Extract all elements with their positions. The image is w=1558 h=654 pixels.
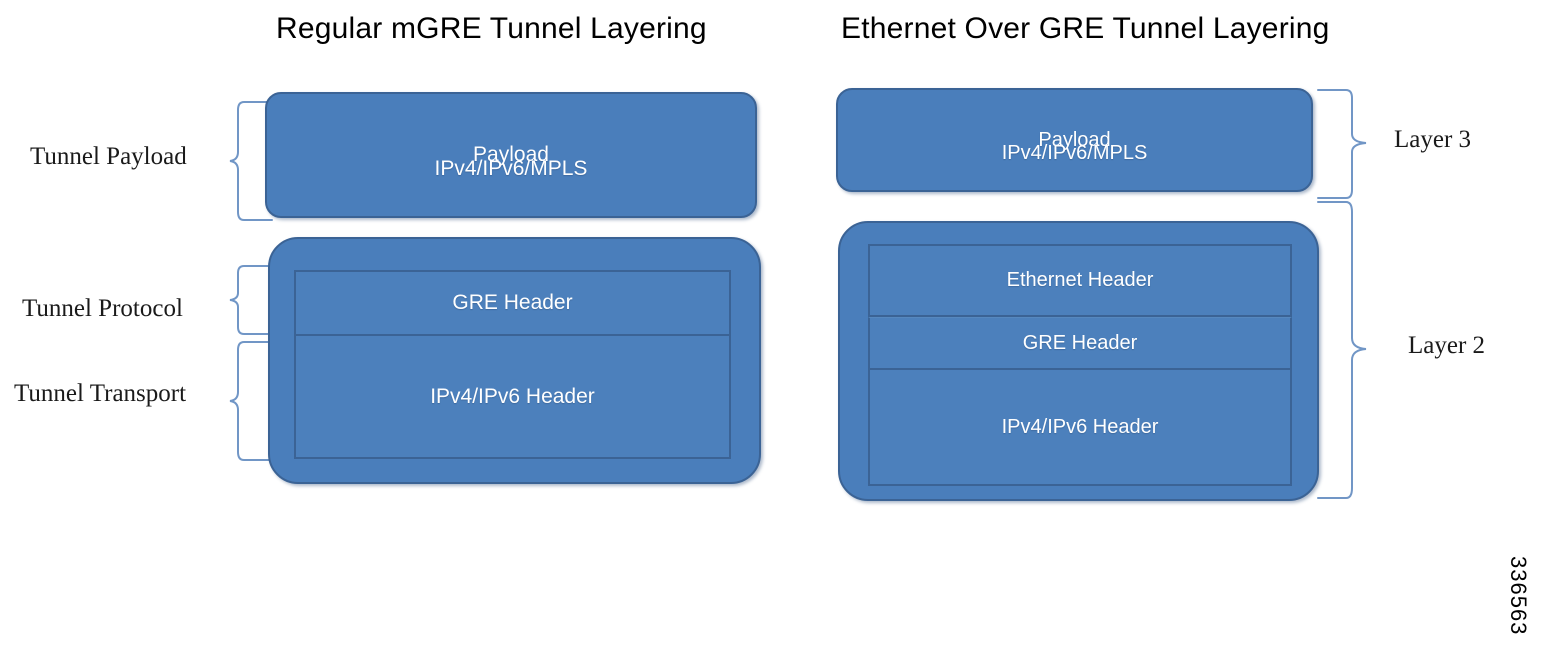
- left-stack-row-gre-header: GRE Header: [294, 270, 731, 336]
- brace-tunnel-payload: [228, 100, 274, 222]
- left-stack-row-gre-header-label: GRE Header: [452, 291, 573, 315]
- left-tunnel-stack: GRE Header IPv4/IPv6 Header: [268, 237, 761, 484]
- brace-layer2: [1316, 200, 1374, 500]
- left-payload-line2: IPv4/IPv6/MPLS: [434, 157, 588, 181]
- right-payload-line2: IPv4/IPv6/MPLS: [1001, 142, 1148, 165]
- left-payload-box-content2: IPv4/IPv6/MPLS: [267, 122, 755, 216]
- figure-id-number: 336563: [1506, 556, 1531, 636]
- right-payload-box: Payload IPv4/IPv6/MPLS: [836, 88, 1313, 192]
- label-tunnel-protocol: Tunnel Protocol: [22, 295, 183, 322]
- right-payload-box-content: Payload: [838, 90, 1311, 190]
- left-payload-line1: Payload: [473, 143, 549, 167]
- label-layer3: Layer 3: [1394, 126, 1472, 153]
- left-stack-row-ip-header: IPv4/IPv6 Header: [294, 336, 731, 459]
- right-stack-row-ethernet-header-label: Ethernet Header: [1006, 269, 1154, 292]
- label-tunnel-payload: Tunnel Payload: [30, 143, 187, 170]
- diagram-title-right: Ethernet Over GRE Tunnel Layering: [841, 12, 1330, 45]
- brace-tunnel-transport: [228, 340, 274, 462]
- right-stack-row-ip-header: IPv4/IPv6 Header: [868, 370, 1292, 486]
- brace-layer3: [1316, 88, 1374, 200]
- right-stack-row-gre-header-label: GRE Header: [1022, 331, 1138, 354]
- left-stack-row-ip-header-label: IPv4/IPv6 Header: [430, 384, 595, 408]
- right-payload-box-content2: IPv4/IPv6/MPLS: [838, 117, 1311, 190]
- left-payload-box-content: Payload: [267, 94, 755, 216]
- right-tunnel-stack: Ethernet Header GRE Header IPv4/IPv6 Hea…: [838, 221, 1319, 501]
- left-payload-box: Payload IPv4/IPv6/MPLS: [265, 92, 757, 218]
- right-payload-line1: Payload: [1038, 128, 1111, 151]
- diagram-title-left: Regular mGRE Tunnel Layering: [276, 12, 707, 45]
- label-tunnel-transport: Tunnel Transport: [14, 380, 187, 407]
- right-stack-row-ip-header-label: IPv4/IPv6 Header: [1001, 415, 1159, 438]
- brace-tunnel-protocol: [228, 264, 274, 336]
- right-stack-row-ethernet-header: Ethernet Header: [868, 244, 1292, 317]
- right-stack-row-gre-header: GRE Header: [868, 317, 1292, 370]
- label-layer2: Layer 2: [1408, 332, 1486, 359]
